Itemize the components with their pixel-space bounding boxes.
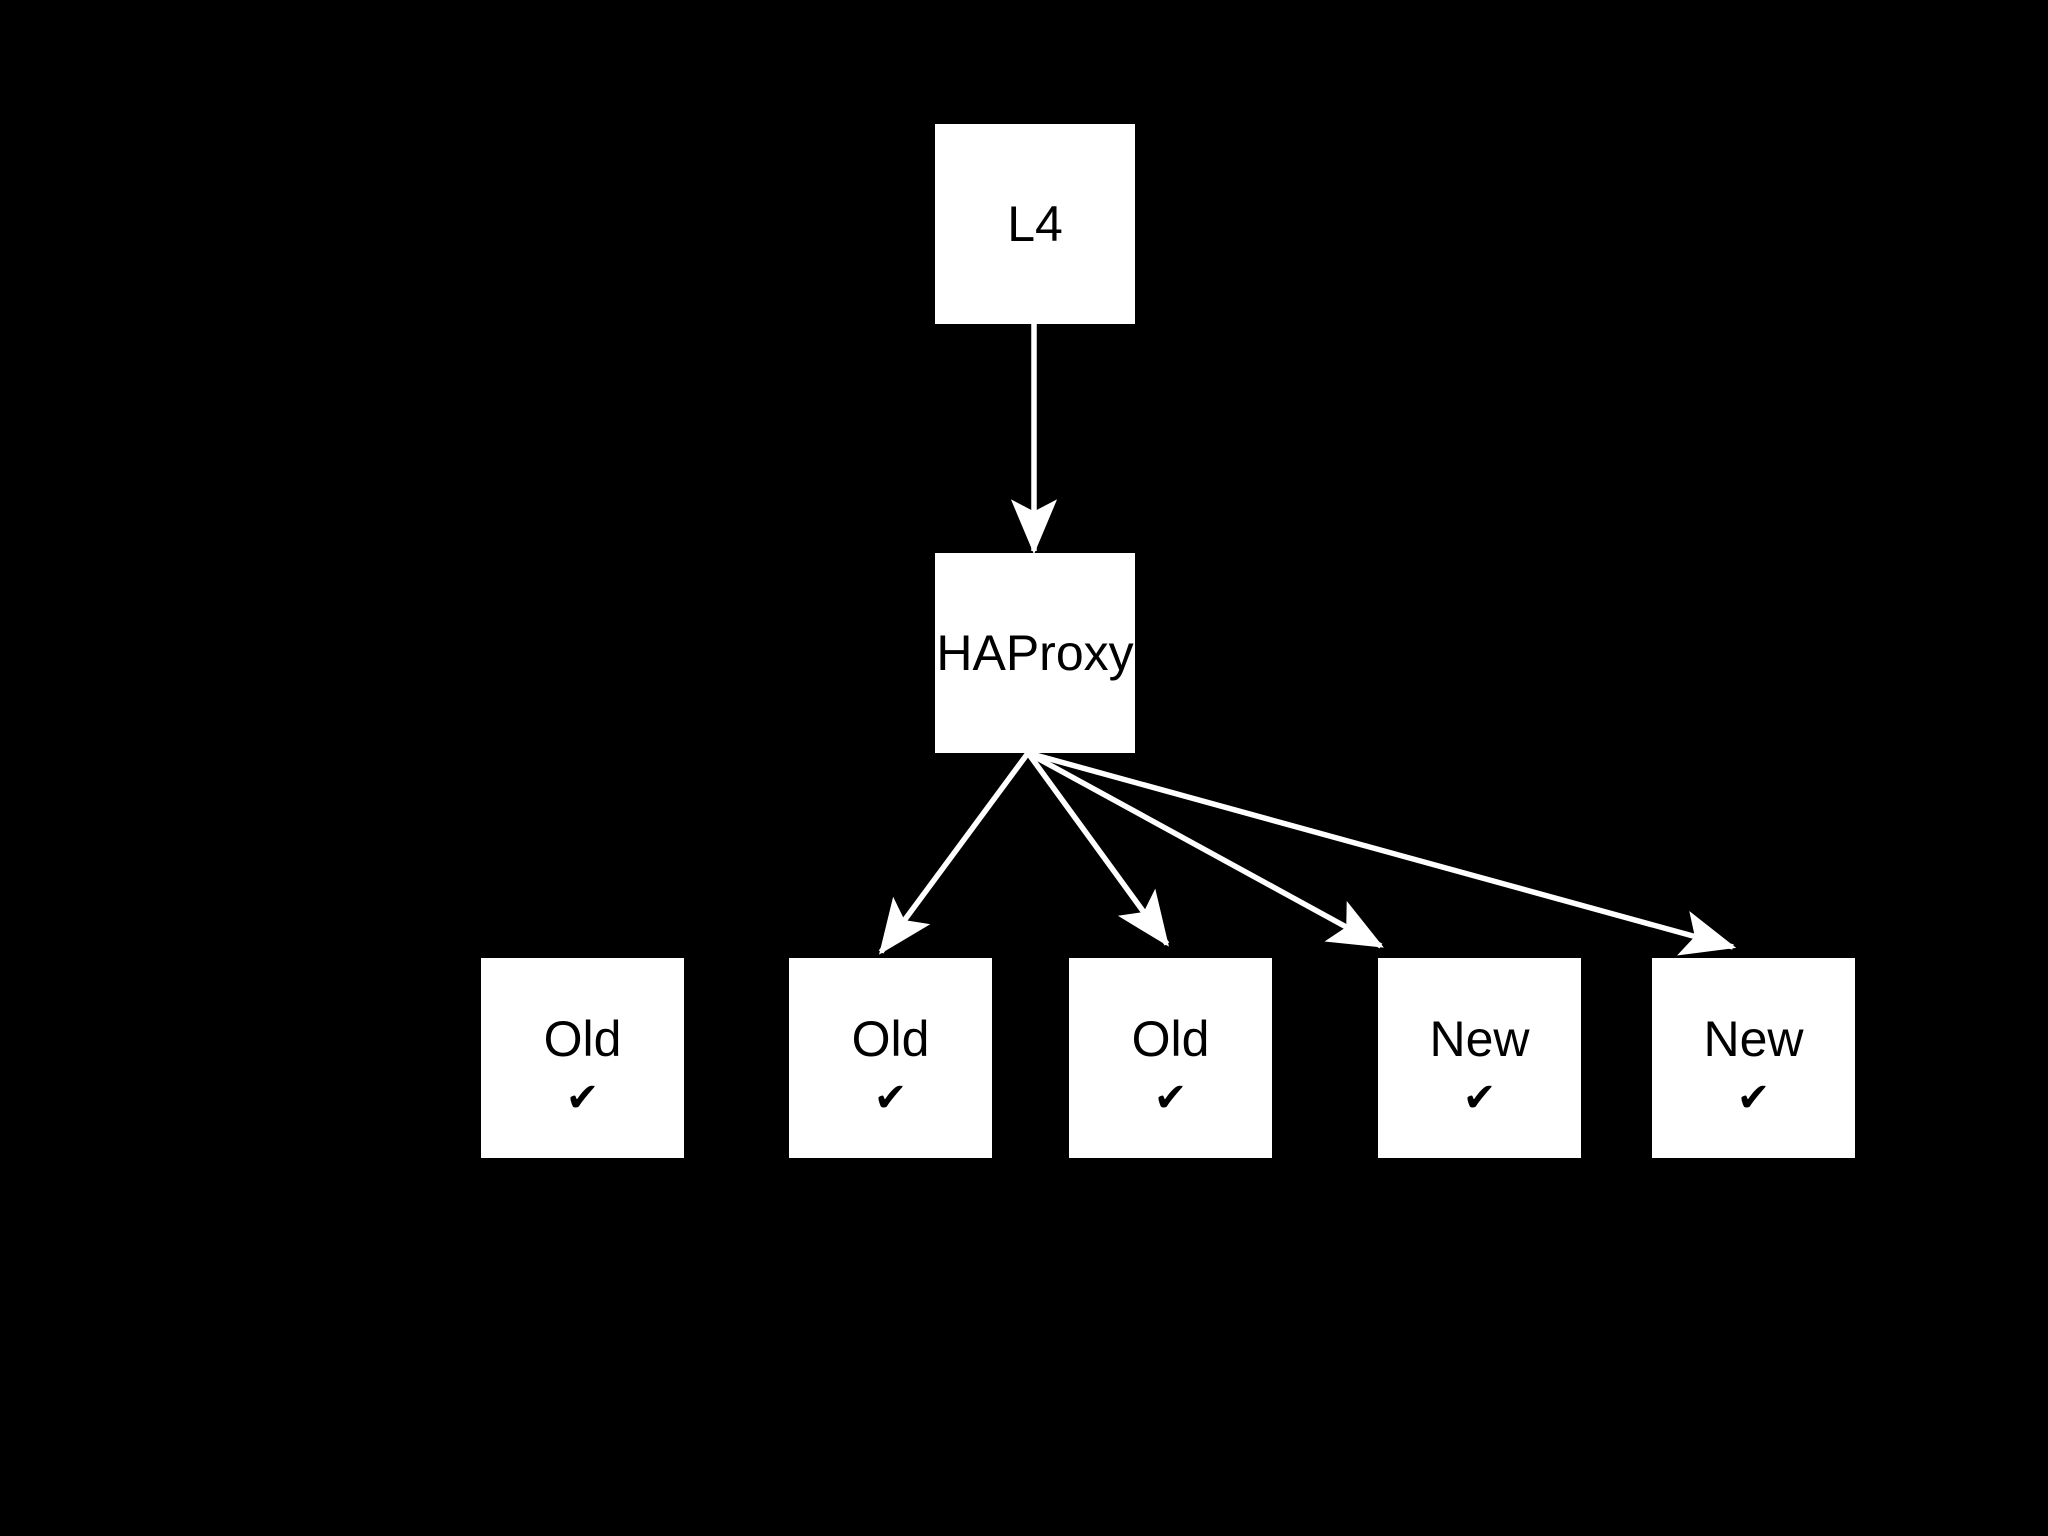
check-icon: ✔ — [1462, 1076, 1497, 1120]
node-backend-old-3[interactable]: Old ✔ — [1069, 958, 1272, 1158]
node-label-backend-old-3: Old — [1131, 1011, 1210, 1067]
node-haproxy[interactable]: HAProxy — [935, 553, 1135, 753]
edge-haproxy-to-new-1 — [1026, 750, 1384, 949]
node-l4[interactable]: L4 — [935, 124, 1135, 324]
node-label-l4: L4 — [1007, 196, 1063, 252]
edge-haproxy-to-old-3 — [1025, 751, 1170, 947]
node-label-backend-old-1: Old — [543, 1011, 622, 1067]
check-icon: ✔ — [565, 1076, 600, 1120]
node-label-backend-old-2: Old — [851, 1011, 930, 1067]
node-label-backend-new-2: New — [1703, 1011, 1804, 1067]
node-label-backend-new-1: New — [1429, 1011, 1530, 1067]
check-icon: ✔ — [873, 1076, 908, 1120]
node-backend-new-1[interactable]: New ✔ — [1378, 958, 1581, 1158]
edge-haproxy-to-old-2 — [878, 751, 1031, 955]
check-icon: ✔ — [1736, 1076, 1771, 1120]
check-icon: ✔ — [1153, 1076, 1188, 1120]
node-label-haproxy: HAProxy — [936, 625, 1134, 681]
edge-haproxy-to-new-2 — [1027, 750, 1737, 956]
node-backend-old-2[interactable]: Old ✔ — [789, 958, 992, 1158]
node-backend-old-1[interactable]: Old ✔ — [481, 958, 684, 1158]
node-backend-new-2[interactable]: New ✔ — [1652, 958, 1855, 1158]
